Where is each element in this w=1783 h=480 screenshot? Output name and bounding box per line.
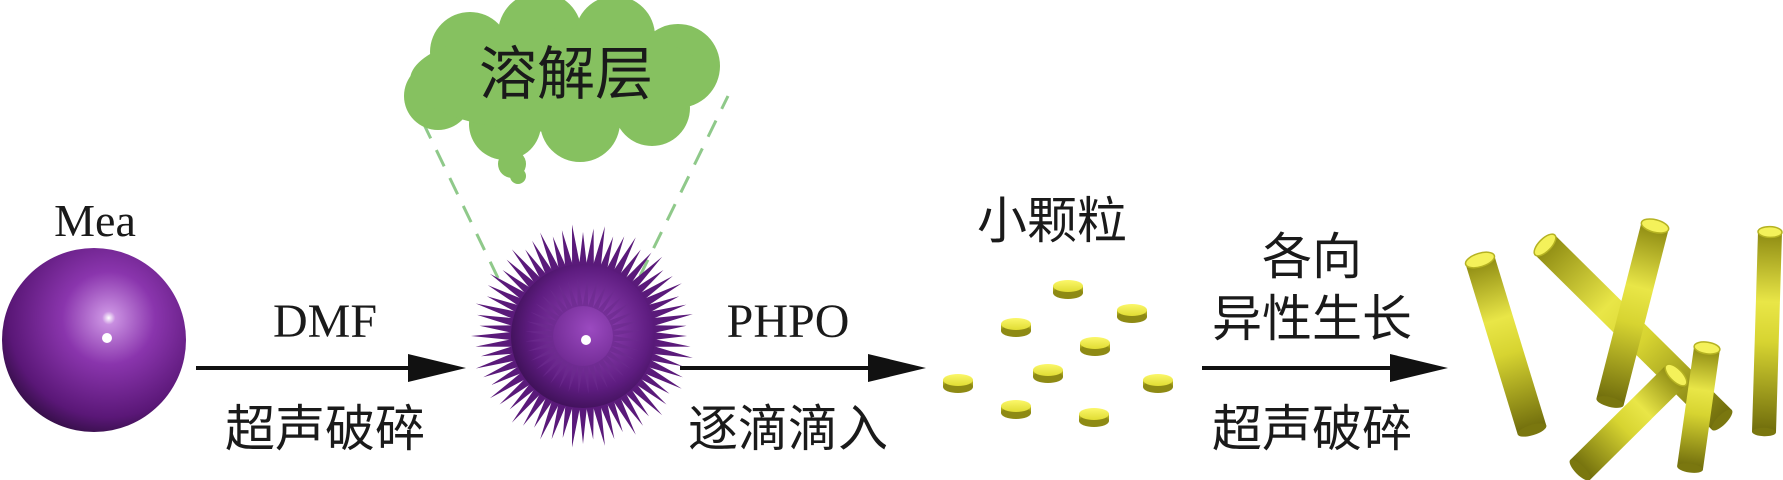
particle-disc-icon xyxy=(1143,374,1173,393)
spike xyxy=(577,278,583,307)
label-step3-line2: 异性生长 xyxy=(1212,290,1412,348)
spiky-sphere-icon xyxy=(471,224,693,448)
spike xyxy=(583,365,589,394)
spike xyxy=(602,294,624,317)
spike xyxy=(612,335,641,342)
arrow-step2-icon xyxy=(680,354,926,382)
spike xyxy=(572,395,583,448)
particle-disc-icon xyxy=(1117,304,1147,323)
spike xyxy=(530,346,558,361)
spike xyxy=(525,336,554,342)
mea-sphere-icon xyxy=(2,248,186,432)
spike xyxy=(542,355,564,378)
spike xyxy=(541,295,564,317)
label-step2-reagent: PHPO xyxy=(726,295,850,348)
label-dissolved-layer: 溶解层 xyxy=(478,40,654,108)
spike xyxy=(550,359,569,384)
spike xyxy=(611,320,639,331)
spike xyxy=(602,355,625,377)
rod-crystal-icon xyxy=(1677,341,1721,473)
spike xyxy=(567,280,578,308)
rod-crystal-icon xyxy=(1464,251,1547,437)
label-small-particles: 小颗粒 xyxy=(977,192,1127,250)
spike xyxy=(597,288,616,313)
label-step1-condition: 超声破碎 xyxy=(225,400,425,458)
spike xyxy=(606,350,631,369)
spike xyxy=(568,364,579,393)
particle-disc-icon xyxy=(1079,408,1109,427)
spike xyxy=(549,288,568,314)
spike xyxy=(577,365,584,394)
spike xyxy=(593,283,608,310)
spike xyxy=(525,330,554,337)
particle-disc-icon xyxy=(943,374,973,393)
rod-crystal-icon xyxy=(1569,363,1688,480)
cloud-callout-icon xyxy=(404,0,720,184)
spike xyxy=(526,321,555,332)
spike xyxy=(587,279,598,308)
particle-disc-icon xyxy=(1001,318,1031,337)
rod-crystal-icon xyxy=(1752,225,1783,437)
spike xyxy=(612,330,641,336)
spike xyxy=(598,358,617,384)
callout-dashes xyxy=(416,95,730,279)
spike xyxy=(558,362,573,389)
spike xyxy=(609,346,636,361)
label-mea: Mea xyxy=(54,195,136,246)
spike xyxy=(530,311,557,326)
arrow-step3-icon xyxy=(1202,354,1448,382)
spike xyxy=(588,364,599,392)
spike xyxy=(605,302,631,321)
particle-disc-icon xyxy=(1001,400,1031,419)
arrow-step1-icon xyxy=(196,354,466,382)
rod-crystals-group xyxy=(1464,218,1783,480)
spike xyxy=(527,341,555,352)
spike xyxy=(535,303,560,322)
label-step3-condition: 超声破碎 xyxy=(1212,400,1412,458)
spike xyxy=(593,361,608,389)
label-step2-condition: 逐滴滴入 xyxy=(688,400,888,458)
particle-disc-icon xyxy=(1053,280,1083,299)
label-step1-reagent: DMF xyxy=(272,295,378,348)
spike xyxy=(611,340,640,351)
spike xyxy=(535,351,561,370)
spike xyxy=(471,330,524,342)
spike xyxy=(558,283,573,311)
spike xyxy=(582,278,589,307)
small-particles-group xyxy=(943,280,1173,427)
particle-disc-icon xyxy=(1033,364,1063,383)
spike xyxy=(608,311,636,326)
rod-crystal-icon xyxy=(1596,218,1670,408)
particle-disc-icon xyxy=(1080,337,1110,356)
label-step3-line1: 各向 xyxy=(1262,228,1362,286)
